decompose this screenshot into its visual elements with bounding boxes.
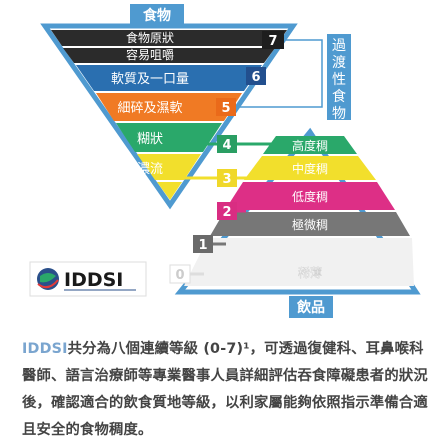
badge-0: [169, 264, 191, 284]
logo-swoosh: [37, 279, 59, 289]
badge-2: [217, 202, 237, 220]
transitional-char-5: 物: [332, 106, 346, 122]
transitional-char-4: 食: [332, 88, 346, 105]
iddsi-diagram: 食物 食物原狀 容易咀嚼 軟質及一口量 細碎及濕軟 糊狀 濃流 7 6 5 過 …: [29, 4, 421, 318]
food-band-4: [116, 123, 222, 152]
badge-3: [217, 169, 237, 187]
badge-1-num: 1: [198, 238, 207, 253]
logo-text: IDDSI: [64, 269, 123, 291]
badge-7: [262, 31, 284, 49]
badge-7-num: 7: [268, 34, 277, 49]
badge-2-num: 2: [222, 205, 231, 220]
food-band-3: [137, 154, 201, 180]
food-band-7-ec: [63, 48, 275, 63]
badge-5-num: 5: [221, 101, 230, 116]
transitional-label: 過 渡 性 食 物: [332, 38, 346, 122]
drink-level-4-label: 高度稠: [292, 138, 328, 153]
badge-6: [246, 67, 266, 85]
badge-6-num: 6: [251, 70, 260, 85]
drink-band-0: [184, 238, 414, 286]
transitional-char-1: 過: [332, 38, 346, 54]
badge-4-num: 4: [222, 138, 231, 153]
iddsi-logo: IDDSI: [29, 261, 147, 297]
drink-band-2: [225, 182, 395, 210]
badge-4: [217, 135, 237, 153]
food-level-7-label: 食物原狀: [126, 30, 174, 45]
transitional-char-2: 渡: [332, 55, 346, 71]
drinks-label-box: [289, 296, 333, 318]
badge-5: [216, 98, 236, 116]
food-level-6-label: 軟質及一口量: [111, 71, 189, 87]
food-band-5: [96, 93, 242, 121]
transitional-label-box: [327, 34, 351, 120]
drink-level-3-label: 中度稠: [292, 161, 328, 176]
paragraph-text: 共分為八個連續等級 (0-7)¹，可透過復健科、耳鼻喉科醫師、語言治療師等專業醫…: [22, 341, 428, 438]
transitional-bracket: [236, 39, 323, 108]
paragraph-brand: IDDSI: [22, 341, 68, 357]
food-level-3-label: 濃流: [137, 162, 163, 177]
drink-level-1-label: 極微稠: [292, 217, 328, 232]
badge-0-num: 0: [175, 268, 184, 283]
food-level-4-label: 糊狀: [137, 131, 163, 147]
food-level-7ec-label: 容易咀嚼: [126, 47, 174, 62]
food-label: 食物: [143, 7, 171, 24]
drink-band-3: [244, 156, 376, 180]
transitional-char-3: 性: [332, 72, 346, 88]
drink-band-4: [263, 136, 357, 154]
food-band-7: [51, 30, 287, 46]
drink-band-1: [210, 212, 410, 236]
description-paragraph: IDDSI共分為八個連續等級 (0-7)¹，可透過復健科、耳鼻喉科醫師、語言治療…: [22, 336, 430, 444]
drink-level-2-label: 低度稠: [292, 189, 328, 204]
food-level-5-label: 細碎及濕軟: [117, 100, 182, 116]
food-band-6: [76, 65, 262, 91]
food-band-tip: [157, 182, 182, 200]
drinks-label: 飲品: [296, 299, 325, 316]
food-label-box: [130, 4, 184, 26]
logo-land-shape: [40, 273, 56, 283]
badge-3-num: 3: [222, 172, 231, 187]
badge-1: [193, 235, 213, 253]
drink-level-0-label: 稀薄: [298, 265, 322, 280]
